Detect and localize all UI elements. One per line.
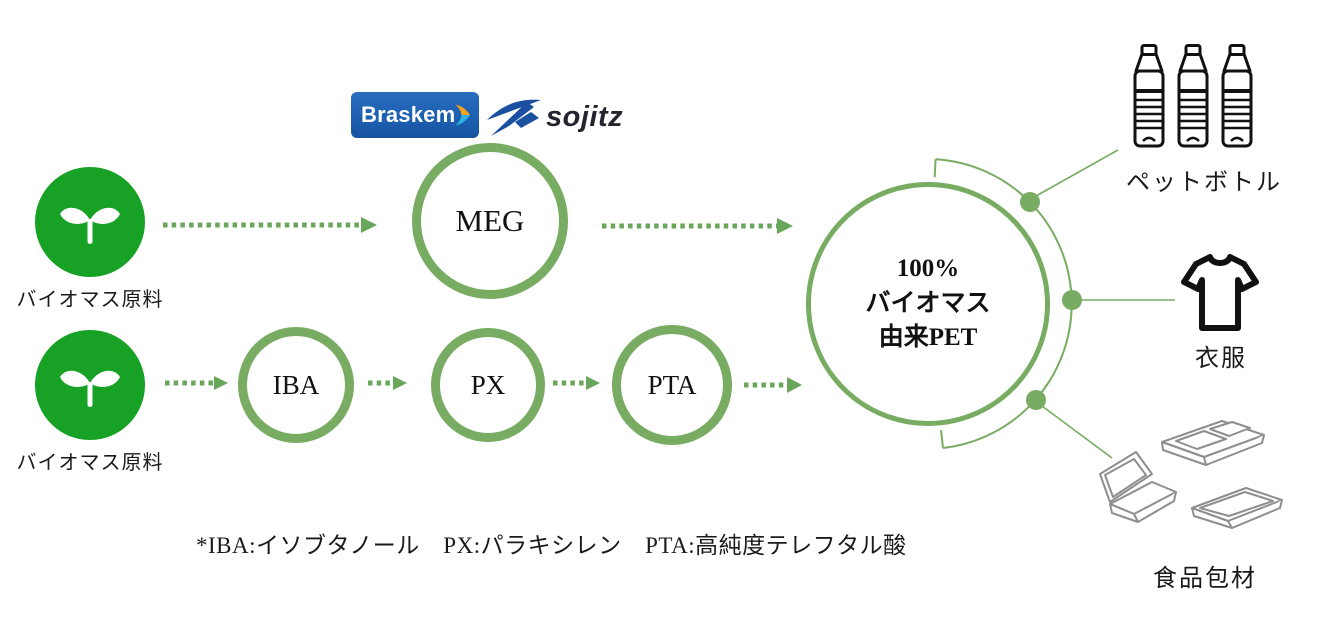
footnote: *IBA:イソブタノール PX:パラキシレン PTA:高純度テレフタル酸 [196, 533, 907, 558]
biomass-source-top-label: バイオマス原料 [16, 289, 164, 311]
node-meg: MEG [412, 143, 568, 299]
node-px-label: PX [470, 369, 506, 400]
flat-tray [1191, 487, 1283, 529]
braskem-logo-text: Braskem [361, 102, 456, 127]
arrow-iba-to-px [368, 376, 407, 390]
biomass-source-bottom [35, 330, 145, 440]
node-iba-label: IBA [272, 369, 320, 400]
sojitz-logo-text: sojitz [546, 100, 624, 133]
branch-to-bottles [1020, 149, 1119, 212]
clothing-label: 衣服 [1195, 346, 1247, 372]
branch-to-clothing [1062, 290, 1175, 310]
food-packaging-label: 食品包材 [1153, 566, 1257, 592]
braskem-chevron-icon [455, 104, 471, 126]
pet-label-line1: 100% [896, 255, 960, 283]
node-biomass-pet: 100% バイオマス 由来PET [806, 182, 1050, 426]
arrow-px-to-pta [553, 376, 600, 390]
t-shirt-icon [1181, 254, 1259, 331]
biomass-source-bottom-label: バイオマス原料 [16, 452, 164, 474]
sojitz-logo: sojitz [487, 95, 623, 139]
arrow-biomass-to-meg [163, 217, 377, 233]
node-meg-label: MEG [455, 203, 525, 238]
biomass-source-top [35, 167, 145, 277]
clamshell-box [1099, 451, 1177, 523]
node-px: PX [431, 328, 545, 442]
pet-bottles-label: ペットボトル [1126, 170, 1282, 196]
divided-tray [1161, 420, 1265, 466]
node-pta-label: PTA [647, 369, 697, 400]
pet-label-line2: バイオマス [865, 289, 991, 317]
braskem-logo: Braskem [351, 92, 479, 138]
sprout-icon [60, 370, 120, 407]
sojitz-bird-icon [487, 99, 541, 136]
branch-dot [1062, 290, 1082, 310]
arrow-biomass-to-iba [165, 376, 228, 390]
pet-bottles-icon [1133, 44, 1253, 148]
arrow-meg-to-pet [602, 218, 793, 234]
branch-dot [1020, 192, 1040, 212]
food-packaging-icon [1099, 420, 1283, 529]
pet-label-line3: 由来PET [878, 324, 978, 352]
node-pta: PTA [612, 325, 732, 445]
arrow-pta-to-pet [744, 377, 802, 393]
sprout-icon [60, 207, 120, 244]
branch-dot [1026, 390, 1046, 410]
node-iba: IBA [238, 327, 354, 443]
